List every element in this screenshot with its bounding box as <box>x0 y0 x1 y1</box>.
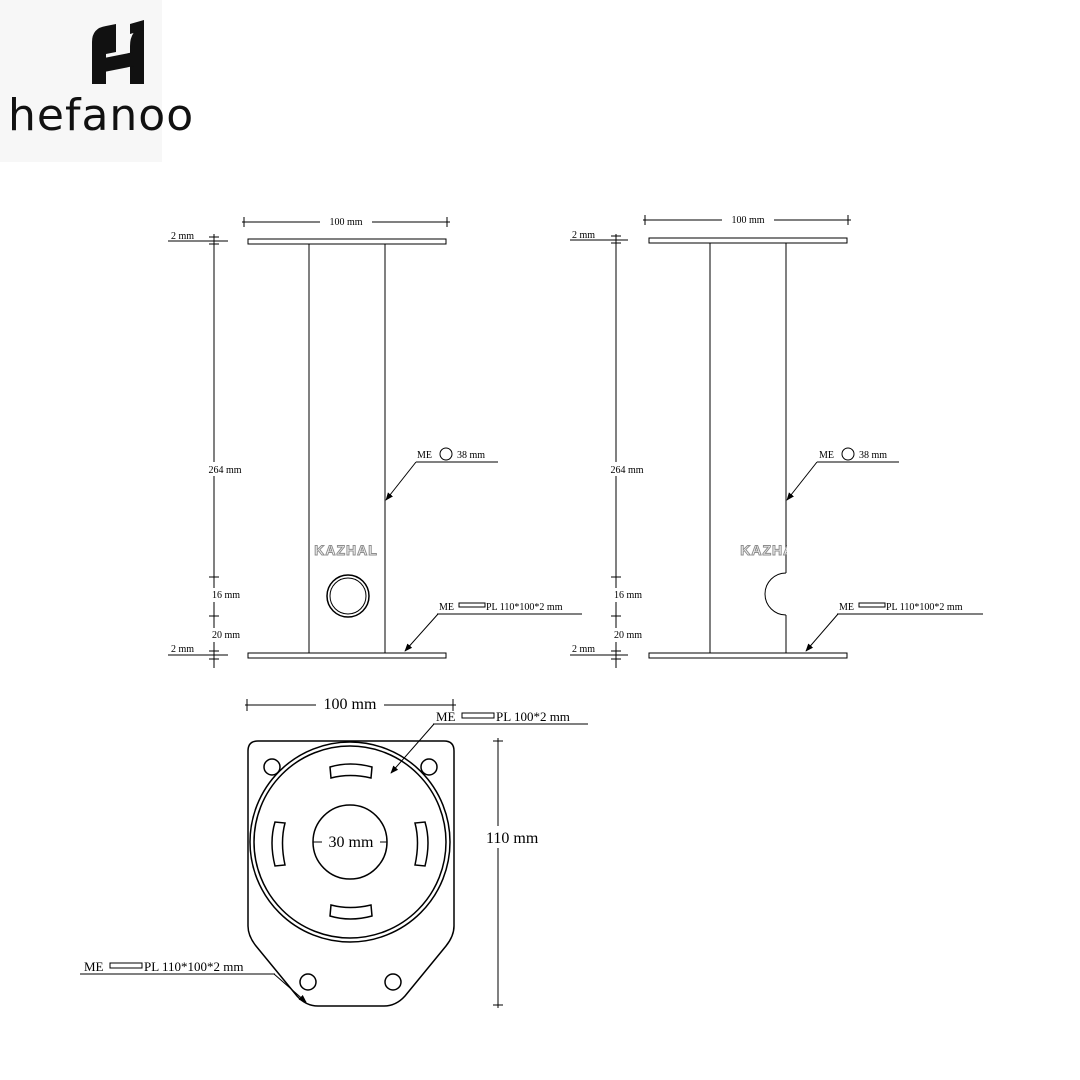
side-width-label: 100 mm <box>731 215 764 226</box>
front-plate-symbol-icon <box>458 602 486 608</box>
side-height-label: 264 mm <box>610 465 643 476</box>
front-pipe-callout-arrow <box>385 461 417 501</box>
top-slot-right <box>414 821 429 867</box>
front-pipe-callout-text: 38 mm <box>457 450 485 461</box>
front-width-label-bg <box>320 214 372 228</box>
side-hole-gap-label: 20 mm <box>614 630 642 641</box>
top-center-label-bg <box>322 832 380 852</box>
top-base-callout-prefix: ME <box>84 959 104 974</box>
side-plate-symbol-icon <box>858 602 886 608</box>
front-base-plate <box>247 652 447 659</box>
front-top-plate-label: 2 mm <box>171 231 194 242</box>
top-view: 100 mm 30 mm 110 mm ME PL 100*2 mm <box>80 694 588 1008</box>
top-width-label-bg <box>316 694 384 714</box>
top-center-label: 30 mm <box>329 834 374 851</box>
side-pipe-callout-text: 38 mm <box>859 450 887 461</box>
top-base-callout-text: PL 110*100*2 mm <box>144 959 243 974</box>
side-hole-offset-label: 16 mm <box>614 590 642 601</box>
side-pipe-callout-prefix: ME <box>819 450 834 461</box>
side-top-plate-label: 2 mm <box>572 230 595 241</box>
side-plate-callout-prefix: ME <box>839 602 854 613</box>
front-base-plate-label: 2 mm <box>171 644 194 655</box>
top-mounting-hole-tl <box>263 758 281 776</box>
front-hole-gap-label-bg <box>206 628 246 642</box>
top-base-symbol-icon <box>109 962 143 969</box>
front-width-label: 100 mm <box>329 217 362 228</box>
top-flange-inner <box>253 745 447 939</box>
top-slot-top <box>329 763 373 779</box>
front-height-label: 264 mm <box>208 465 241 476</box>
front-height-label-bg <box>203 462 247 476</box>
top-mounting-hole-tr <box>420 758 438 776</box>
top-plate-callout-prefix: ME <box>436 709 456 724</box>
top-slot-left <box>271 821 286 867</box>
top-mounting-hole-br <box>384 973 402 991</box>
side-base-plate <box>648 652 848 659</box>
side-width-label-bg <box>722 212 774 226</box>
front-view: 100 mm KAZHAL 2 mm 264 mm 16 mm 20 mm 2 … <box>168 214 582 668</box>
top-mounting-hole-bl <box>299 973 317 991</box>
side-plate-callout-text: PL 110*100*2 mm <box>886 602 963 613</box>
front-plate-callout-arrow <box>404 613 439 652</box>
side-view: 100 mm KAZHAL 2 mm 264 mm 16 mm 20 mm 2 … <box>570 212 983 668</box>
brand-name: hefanoo <box>8 90 194 141</box>
logo: hefanoo <box>0 0 194 162</box>
top-base-plate-outline <box>247 740 455 1007</box>
front-plate-callout-text: PL 110*100*2 mm <box>486 602 563 613</box>
top-base-callout-arrow <box>273 973 307 1003</box>
logo-mark-icon <box>92 20 144 84</box>
side-hole-offset-label-bg <box>608 588 648 602</box>
front-pipe-diameter-icon <box>439 447 453 461</box>
side-pipe-callout-arrow <box>786 461 818 501</box>
top-slot-bottom <box>329 904 373 920</box>
side-watermark-mask <box>787 536 827 562</box>
front-cable-hole <box>326 574 370 618</box>
top-plate-symbol-icon <box>461 712 495 719</box>
front-hole-offset-label: 16 mm <box>212 590 240 601</box>
top-plate-callout-arrow <box>390 723 435 774</box>
side-cable-hole-profile <box>764 572 787 616</box>
front-hole-gap-label: 20 mm <box>212 630 240 641</box>
top-flange-outer <box>249 741 451 943</box>
side-base-plate-label: 2 mm <box>572 644 595 655</box>
top-plate-callout-text: PL 100*2 mm <box>496 709 570 724</box>
side-height-label-bg <box>605 462 649 476</box>
side-plate-callout-arrow <box>805 613 839 652</box>
side-top-plate <box>648 237 848 244</box>
front-pipe-callout-prefix: ME <box>417 450 432 461</box>
front-watermark: KAZHAL <box>314 542 378 558</box>
front-top-plate <box>247 238 447 245</box>
top-width-label: 100 mm <box>324 696 377 713</box>
side-hole-gap-label-bg <box>608 628 648 642</box>
side-pipe-diameter-icon <box>841 447 855 461</box>
top-height-label-bg <box>484 826 550 848</box>
front-plate-callout-prefix: ME <box>439 602 454 613</box>
front-cable-hole-inner <box>329 577 367 615</box>
top-height-label: 110 mm <box>486 830 539 847</box>
front-hole-offset-label-bg <box>206 588 246 602</box>
